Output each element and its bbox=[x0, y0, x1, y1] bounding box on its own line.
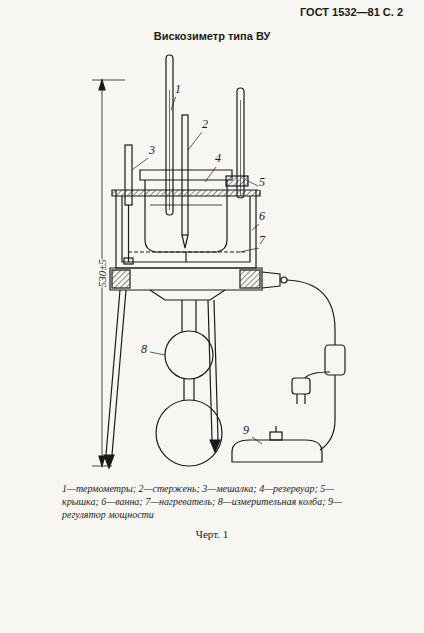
callout-number: 3 bbox=[148, 144, 156, 158]
callout-number: 1 bbox=[174, 83, 182, 97]
dimension-label: 530±5 bbox=[96, 259, 109, 287]
callout-number: 5 bbox=[258, 176, 266, 190]
callout-number: 7 bbox=[258, 234, 266, 248]
drawing-title: Вискозиметр типа ВУ bbox=[154, 30, 271, 43]
callout-number: 4 bbox=[214, 152, 222, 166]
callout-number: 6 bbox=[258, 210, 266, 224]
parts-key: 1—термометры; 2—стержень; 3—мешалка; 4—р… bbox=[62, 482, 362, 521]
callout-number: 8 bbox=[140, 343, 148, 357]
callout-number: 9 bbox=[242, 424, 250, 438]
callout-number: 2 bbox=[201, 118, 209, 132]
figure-caption: Черт. 1 bbox=[196, 528, 228, 541]
page-header: ГОСТ 1532—81 С. 2 bbox=[300, 6, 403, 19]
